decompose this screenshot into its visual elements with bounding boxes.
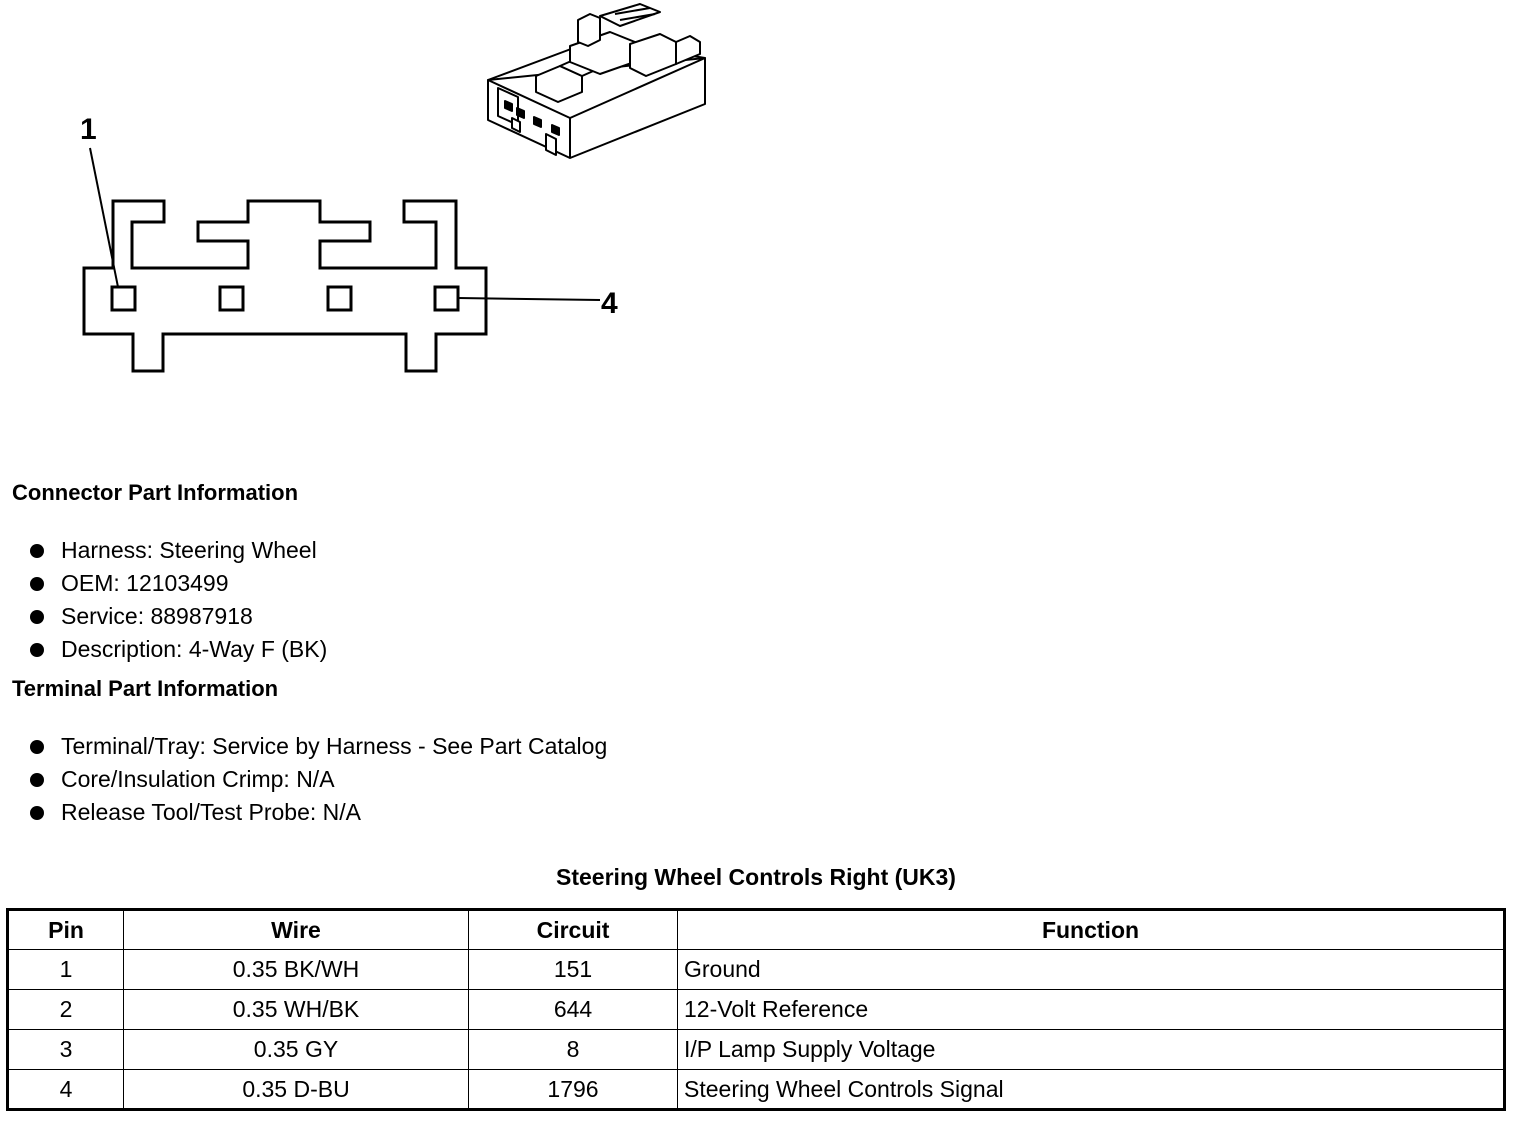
bullet-icon xyxy=(30,543,44,558)
bullet-icon xyxy=(30,642,44,657)
list-item-text: Terminal/Tray: Service by Harness - See … xyxy=(61,733,608,759)
callout-label-1: 1 xyxy=(80,113,97,146)
table-row: 4 0.35 D-BU 1796 Steering Wheel Controls… xyxy=(7,1069,1505,1110)
connector-3d-illustration xyxy=(487,3,706,159)
header-circuit: Circuit xyxy=(468,909,678,950)
cell-circuit: 644 xyxy=(468,989,678,1030)
list-item: Terminal/Tray: Service by Harness - See … xyxy=(30,730,607,763)
leader-line-1 xyxy=(89,147,119,288)
cell-wire: 0.35 BK/WH xyxy=(123,949,469,990)
connector-face-outline xyxy=(82,199,488,373)
list-item: OEM: 12103499 xyxy=(30,567,327,600)
list-item-text: Core/Insulation Crimp: N/A xyxy=(61,766,335,792)
header-wire: Wire xyxy=(123,909,469,950)
terminal-info-list: Terminal/Tray: Service by Harness - See … xyxy=(30,730,607,829)
connector-diagram: 1 4 xyxy=(80,3,706,373)
cell-function: 12-Volt Reference xyxy=(677,989,1505,1030)
list-item-text: Release Tool/Test Probe: N/A xyxy=(61,799,362,825)
cell-function: Steering Wheel Controls Signal xyxy=(677,1069,1505,1110)
list-item-text: OEM: 12103499 xyxy=(61,570,229,596)
bullet-icon xyxy=(30,576,44,591)
connector-info-list: Harness: Steering Wheel OEM: 12103499 Se… xyxy=(30,534,327,666)
cell-pin: 3 xyxy=(7,1029,124,1070)
bullet-icon xyxy=(30,772,44,787)
header-function: Function xyxy=(677,909,1505,950)
pin-table: Pin Wire Circuit Function 1 0.35 BK/WH 1… xyxy=(6,908,1506,1111)
list-item-text: Service: 88987918 xyxy=(61,603,253,629)
terminal-info-heading: Terminal Part Information xyxy=(12,676,279,701)
table-row: 1 0.35 BK/WH 151 Ground xyxy=(7,949,1505,990)
cell-circuit: 8 xyxy=(468,1029,678,1070)
callout-label-4: 4 xyxy=(601,287,618,320)
cell-wire: 0.35 WH/BK xyxy=(123,989,469,1030)
list-item: Core/Insulation Crimp: N/A xyxy=(30,763,607,796)
cell-wire: 0.35 D-BU xyxy=(123,1069,469,1110)
list-item: Harness: Steering Wheel xyxy=(30,534,327,567)
cell-function: I/P Lamp Supply Voltage xyxy=(677,1029,1505,1070)
bullet-icon xyxy=(30,805,44,820)
terminal-cavity-2 xyxy=(218,285,245,312)
table-row: 2 0.35 WH/BK 644 12-Volt Reference xyxy=(7,989,1505,1030)
cell-circuit: 1796 xyxy=(468,1069,678,1110)
list-item: Service: 88987918 xyxy=(30,600,327,633)
bullet-icon xyxy=(30,739,44,754)
terminal-cavity-3 xyxy=(326,285,353,312)
list-item-text: Description: 4-Way F (BK) xyxy=(61,636,328,662)
leader-line-4 xyxy=(457,297,601,301)
bullet-icon xyxy=(30,609,44,624)
table-title: Steering Wheel Controls Right (UK3) xyxy=(556,864,956,890)
table-header-row: Pin Wire Circuit Function xyxy=(7,909,1505,950)
table-row: 3 0.35 GY 8 I/P Lamp Supply Voltage xyxy=(7,1029,1505,1070)
list-item-text: Harness: Steering Wheel xyxy=(61,537,317,563)
cell-pin: 1 xyxy=(7,949,124,990)
cell-pin: 2 xyxy=(7,989,124,1030)
terminal-cavity-1 xyxy=(110,285,137,312)
connector-info-heading: Connector Part Information xyxy=(12,480,299,505)
list-item: Description: 4-Way F (BK) xyxy=(30,633,327,666)
cell-function: Ground xyxy=(677,949,1505,990)
cell-pin: 4 xyxy=(7,1069,124,1110)
header-pin: Pin xyxy=(7,909,124,950)
cell-circuit: 151 xyxy=(468,949,678,990)
cell-wire: 0.35 GY xyxy=(123,1029,469,1070)
list-item: Release Tool/Test Probe: N/A xyxy=(30,796,607,829)
